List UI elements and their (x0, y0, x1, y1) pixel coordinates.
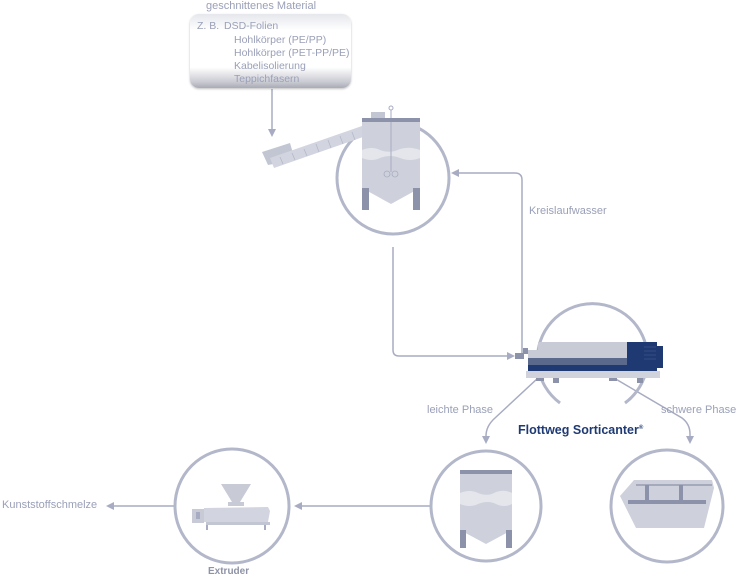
material-item: Teppichfasern (234, 73, 300, 85)
heavy-phase-label: schwere Phase (661, 404, 737, 416)
flow-recycle-water (451, 169, 523, 355)
mixing-tank-icon (362, 105, 420, 210)
extruder-icon (192, 484, 270, 530)
material-item: Hohlkörper (PET-PP/PE) (234, 47, 350, 59)
light-phase-tank-icon (460, 470, 512, 548)
product-name-text: Flottweg Sorticanter (518, 423, 639, 437)
examples-prefix: Z. B. (197, 20, 220, 32)
flow-tank-to-sorticanter (392, 247, 515, 360)
output-label: Kunststoffschmelze (2, 499, 98, 511)
sorticanter-icon (515, 342, 663, 383)
input-material-title: geschnittenes Material (206, 0, 317, 12)
product-name: Flottweg Sorticanter® (518, 423, 643, 437)
registered-mark: ® (638, 424, 644, 431)
material-examples-box: Z. B. DSD-Folien Hohlkörper (PE/PP) Hohl… (190, 14, 351, 88)
extruder-circle (173, 447, 291, 565)
heavy-phase-circle (609, 448, 725, 564)
material-item: DSD-Folien (224, 20, 279, 32)
flow-light-phase (482, 377, 539, 444)
light-phase-circle (429, 449, 543, 563)
material-item: Hohlkörper (PE/PP) (234, 34, 327, 46)
heavy-phase-container-icon (620, 480, 714, 528)
light-phase-label: leichte Phase (427, 404, 494, 416)
flow-heavy-phase (613, 377, 694, 444)
material-item: Kabelisolierung (234, 60, 306, 72)
extruder-label: Extruder (208, 566, 250, 577)
recycle-water-label: Kreislaufwasser (529, 205, 607, 217)
